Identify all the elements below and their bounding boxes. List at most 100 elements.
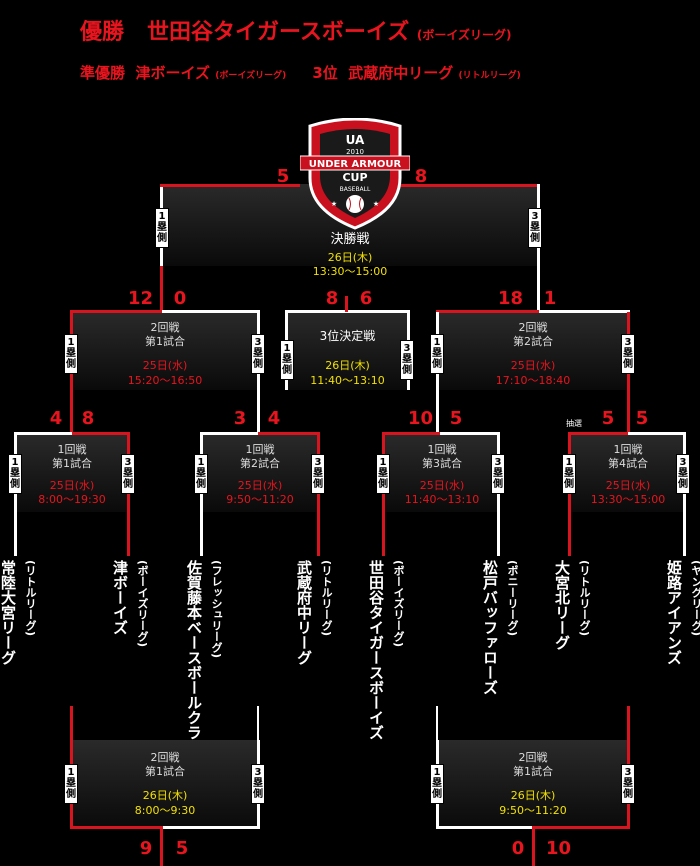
team-2-name: 津ボーイズ — [111, 560, 129, 635]
runnerup-line: 準優勝 津ボーイズ (ボーイズリーグ) 3位 武蔵府中リーグ (リトルリーグ) — [80, 62, 521, 83]
r1-game2-score-right: 4 — [267, 408, 281, 429]
r2-game1-first-base-tag: 1塁側 — [64, 334, 78, 374]
team-8-league: (ヤングリーグ) — [690, 560, 700, 637]
svg-text:UA: UA — [346, 133, 365, 147]
third-place-time: 11:40〜13:10 — [310, 374, 385, 387]
lower-right-score-left: 0 — [511, 838, 525, 859]
third-label: 3位 — [312, 64, 338, 82]
r1-game4-panel — [568, 434, 686, 512]
r1-game2-time: 9:50〜11:20 — [226, 493, 294, 506]
team-5-name: 世田谷タイガースボーイズ — [367, 560, 385, 740]
r1-game2-sub: 第2試合 — [240, 457, 280, 470]
r1-game3-sub: 第3試合 — [422, 457, 462, 470]
team-7-league: (リトルリーグ) — [578, 560, 591, 637]
team-5-league: (ボーイズリーグ) — [392, 560, 405, 648]
lower-left-first-base-tag: 1塁側 — [64, 764, 78, 804]
r1-game2-title: 1回戦 — [245, 443, 275, 456]
r1-game4-first-base-tag: 1塁側 — [562, 454, 576, 494]
lower-right-panel — [436, 740, 630, 828]
lower-right-time: 9:50〜11:20 — [499, 804, 567, 817]
r1-game1-date: 25日(水) — [49, 479, 95, 492]
lower-left-date: 26日(木) — [142, 789, 188, 802]
team-4-league: (リトルリーグ) — [320, 560, 333, 637]
team-1-league: (リトルリーグ) — [24, 560, 37, 637]
r2-game2-sub: 第2試合 — [513, 335, 553, 348]
lower-right-date: 26日(木) — [510, 789, 556, 802]
r1-game4-sub: 第4試合 — [608, 457, 648, 470]
final-date: 26日(木) — [327, 251, 373, 264]
r2-game2-title: 2回戦 — [518, 321, 548, 334]
r1-game4-time: 13:30〜15:00 — [590, 493, 666, 506]
team-6-name: 松戸バッファローズ — [481, 560, 499, 695]
final-score-left: 5 — [276, 166, 290, 187]
r1-game4-title: 1回戦 — [613, 443, 643, 456]
lower-right-sub: 第1試合 — [513, 765, 553, 778]
r1-game1-first-base-tag: 1塁側 — [8, 454, 22, 494]
r2-game2-first-base-tag: 1塁側 — [430, 334, 444, 374]
r2-game1-third-base-tag: 3塁側 — [251, 334, 265, 374]
champion-league: (ボーイズリーグ) — [416, 28, 512, 42]
team-2-league: (ボーイズリーグ) — [136, 560, 149, 648]
third-place-third-base-tag: 3塁側 — [400, 340, 414, 380]
r1-game3-third-base-tag: 3塁側 — [491, 454, 505, 494]
r1-game4-lottery-note: 抽選 — [566, 419, 582, 428]
r1-game3-score-left: 10 — [408, 408, 434, 429]
r1-game2-first-base-tag: 1塁側 — [194, 454, 208, 494]
r2-game2-third-base-tag: 3塁側 — [621, 334, 635, 374]
r2-game2-panel — [436, 312, 630, 390]
final-time: 13:30〜15:00 — [312, 265, 388, 278]
lower-right-third-base-tag: 3塁側 — [621, 764, 635, 804]
r1-game3-panel — [382, 434, 500, 512]
logo-line3: BASEBALL — [340, 186, 371, 193]
r1-game4-date: 25日(水) — [605, 479, 651, 492]
r1-game3-time: 11:40〜13:10 — [404, 493, 480, 506]
final-third-base-tag: 3塁側 — [528, 208, 542, 248]
r1-game3-first-base-tag: 1塁側 — [376, 454, 390, 494]
r1-game1-score-left: 4 — [49, 408, 63, 429]
r2-game2-score-left: 18 — [498, 288, 524, 309]
r2-game1-score-right: 0 — [173, 288, 187, 309]
champion-team: 世田谷タイガースボーイズ — [147, 20, 410, 45]
third-team: 武蔵府中リーグ — [348, 64, 454, 82]
r1-game4-third-base-tag: 3塁側 — [676, 454, 690, 494]
team-8-name: 姫路アイアンズ — [665, 560, 683, 665]
team-3-name: 佐賀藤本ベースボールクラブ — [185, 560, 203, 755]
r1-game1-sub: 第1試合 — [52, 457, 92, 470]
r2-game1-score-left: 12 — [128, 288, 154, 309]
team-6-league: (ポニーリーグ) — [506, 560, 519, 637]
r1-game2-date: 25日(水) — [237, 479, 283, 492]
lower-left-panel — [70, 740, 260, 828]
third-place-score-left: 8 — [325, 288, 339, 309]
third-place-panel — [285, 312, 410, 390]
svg-text:★: ★ — [373, 200, 379, 208]
lower-left-time: 8:00〜9:30 — [134, 804, 196, 817]
logo-year: 2010 — [346, 148, 364, 156]
third-place-date: 26日(木) — [325, 359, 370, 372]
r2-game2-date: 25日(水) — [510, 359, 556, 372]
under-armour-cup-logo: UA 2010 UNDER ARMOUR CUP BASEBALL ★ ★ — [299, 117, 411, 230]
r2-game1-title: 2回戦 — [150, 321, 180, 334]
lower-left-title: 2回戦 — [150, 751, 180, 764]
r2-game1-panel — [70, 312, 260, 390]
lower-left-score-right: 5 — [175, 838, 189, 859]
r1-game1-title: 1回戦 — [57, 443, 87, 456]
team-1-name: 常陸大宮リーグ — [0, 560, 17, 665]
team-3-league: (フレッシュリーグ) — [210, 560, 223, 659]
r1-game3-score-right: 5 — [449, 408, 463, 429]
r1-game3-date: 25日(水) — [419, 479, 465, 492]
third-place-first-base-tag: 1塁側 — [280, 340, 294, 380]
lower-left-sub: 第1試合 — [145, 765, 185, 778]
runnerup-team: 津ボーイズ — [135, 64, 211, 82]
lower-left-score-left: 9 — [139, 838, 153, 859]
lower-left-third-base-tag: 3塁側 — [251, 764, 265, 804]
svg-text:★: ★ — [331, 200, 337, 208]
r1-game2-third-base-tag: 3塁側 — [311, 454, 325, 494]
r1-game1-time: 8:00〜19:30 — [38, 493, 106, 506]
runnerup-label: 準優勝 — [80, 64, 126, 82]
r2-game1-date: 25日(水) — [142, 359, 188, 372]
lower-right-score-right: 10 — [546, 838, 572, 859]
r1-game4-score-left: 5 — [601, 408, 615, 429]
lower-right-title: 2回戦 — [518, 751, 548, 764]
r1-game2-panel — [200, 434, 320, 512]
